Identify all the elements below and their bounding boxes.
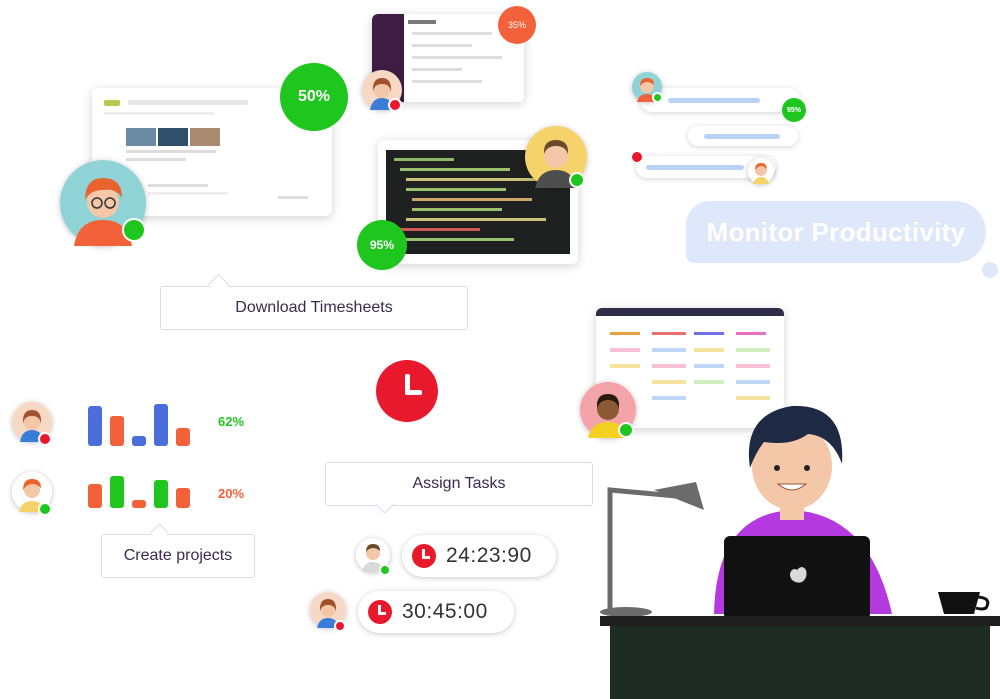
stats-bar (154, 404, 168, 446)
user-avatar-stats-2 (12, 472, 52, 516)
stats-bar (88, 406, 102, 446)
timer-pill-1: 24:23:90 (402, 535, 556, 577)
stats-percent-red: 20% (218, 486, 245, 501)
person-icon (310, 592, 346, 628)
timer-value-1: 24:23:90 (446, 544, 532, 567)
offline-status-dot (334, 620, 346, 632)
stats-bar (132, 436, 146, 446)
user-avatar-task-board (580, 382, 636, 438)
person-at-desk-illustration (600, 405, 1000, 699)
monitor-productivity-text: Monitor Productivity (706, 216, 966, 247)
stats-bar (88, 484, 102, 508)
create-projects-callout[interactable]: Create projects (101, 534, 255, 578)
online-status-dot (122, 218, 146, 242)
chat-progress-badge: 95% (782, 98, 806, 122)
online-status-dot (618, 422, 634, 438)
person-icon (748, 158, 774, 184)
user-avatar-large (60, 160, 146, 246)
clock-icon (376, 360, 438, 422)
timer-value-2: 30:45:00 (402, 600, 488, 623)
chat-app-progress-badge: 35% (498, 6, 536, 44)
monitor-productivity-label: Monitor Productivity (686, 201, 986, 263)
assign-tasks-callout[interactable]: Assign Tasks (325, 462, 593, 506)
online-status-dot (652, 92, 663, 103)
decorative-dot (982, 262, 998, 278)
stats-bar (176, 428, 190, 446)
user-avatar-slack (362, 70, 402, 112)
user-avatar-timer-2 (310, 592, 346, 632)
stats-percent-green: 62% (218, 414, 245, 429)
user-avatar-chat-1 (632, 72, 663, 103)
stats-bar (132, 500, 146, 508)
user-avatar-code (525, 126, 587, 188)
stats-bar (110, 476, 124, 508)
user-avatar-timer-1 (356, 538, 391, 576)
timer-pill-2: 30:45:00 (358, 591, 514, 633)
browser-progress-badge: 50% (280, 63, 348, 131)
stats-bar (110, 416, 124, 446)
assign-tasks-label: Assign Tasks (412, 475, 506, 492)
chat-bubble-1 (640, 88, 800, 112)
offline-status-dot (632, 152, 642, 162)
chat-bubble-3 (636, 156, 776, 178)
code-editor-screenshot-card (378, 140, 578, 264)
download-timesheets-callout[interactable]: Download Timesheets (160, 286, 468, 330)
clock-icon (368, 600, 392, 624)
stats-bar (176, 488, 190, 508)
user-avatar-chat-3 (748, 158, 774, 184)
online-status-dot (379, 564, 391, 576)
create-projects-label: Create projects (123, 547, 233, 564)
download-timesheets-label: Download Timesheets (235, 299, 393, 316)
chat-bubble-2 (688, 126, 798, 146)
online-status-dot (569, 172, 585, 188)
person-icon (356, 538, 390, 572)
clock-icon (412, 544, 436, 568)
offline-status-dot (388, 98, 402, 112)
stats-bar (154, 480, 168, 508)
user-avatar-stats-1 (12, 402, 52, 446)
offline-status-dot (38, 432, 52, 446)
online-status-dot (38, 502, 52, 516)
code-editor-progress-badge: 95% (357, 220, 407, 270)
